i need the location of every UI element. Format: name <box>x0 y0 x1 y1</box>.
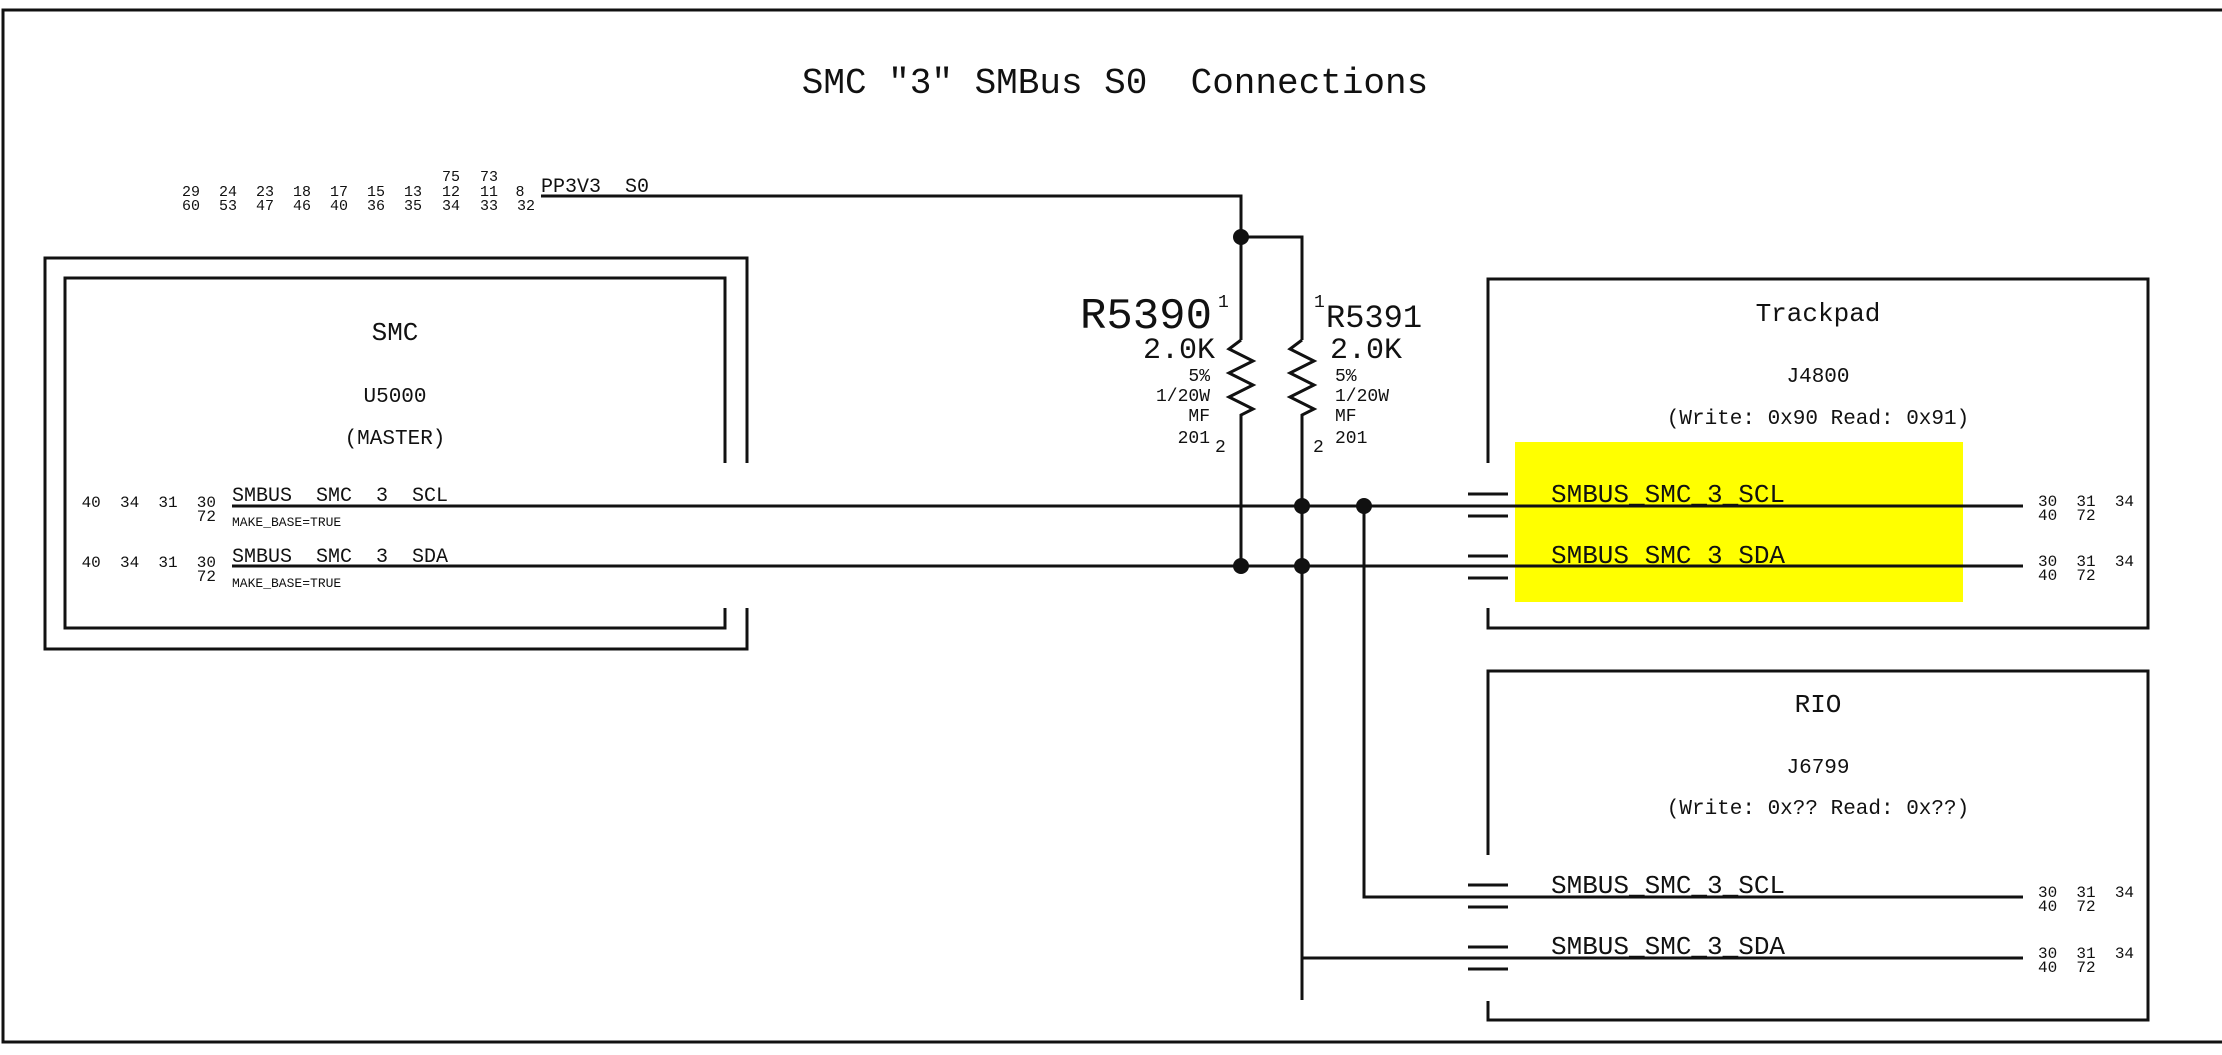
resistor-r5391-symbol[interactable] <box>1286 338 1318 1000</box>
power-ref: 8 <box>515 184 524 201</box>
trackpad-scl-pages-2: 40 72 <box>2038 507 2096 525</box>
rio-scl-net-label[interactable]: SMBUS_SMC_3_SCL <box>1551 871 1785 901</box>
page-title: SMC "3" SMBus S0 Connections <box>802 63 1429 104</box>
rio-name: RIO <box>1795 690 1842 720</box>
junction-dot <box>1233 558 1249 574</box>
smc-scl-pages: 40 34 31 30 <box>82 494 216 512</box>
rio-sda-pages-2: 40 72 <box>2038 959 2096 977</box>
smc-scl-pages-2: 72 <box>197 508 216 526</box>
power-ref: 36 <box>367 198 385 215</box>
smc-scl-property: MAKE_BASE=TRUE <box>232 515 341 530</box>
power-wire[interactable] <box>541 194 1243 340</box>
power-ref: 18 <box>293 184 311 201</box>
rio-scl-pages-2: 40 72 <box>2038 898 2096 916</box>
r5391-value: 2.0K <box>1330 334 1402 368</box>
power-net-refs: 75 73 29 24 23 18 17 15 13 12 11 8 60 53… <box>182 169 535 215</box>
rio-scl-pages: 30 31 34 <box>2038 884 2134 902</box>
rio-sda-wire[interactable] <box>1300 566 2023 960</box>
power-ref-top: 73 <box>480 169 498 186</box>
trackpad-connector-icon <box>1468 492 1508 580</box>
power-ref: 29 <box>182 184 200 201</box>
trackpad-name: Trackpad <box>1756 299 1881 329</box>
trackpad-highlight <box>1515 442 1963 602</box>
r5390-value: 2.0K <box>1143 334 1215 368</box>
r5391-pin1: 1 <box>1314 293 1325 313</box>
power-ref: 15 <box>367 184 385 201</box>
power-net-label[interactable]: PP3V3 S0 <box>541 176 649 199</box>
power-ref: 35 <box>404 198 422 215</box>
trackpad-refdes: J4800 <box>1786 366 1849 389</box>
r5391-tolerance: 5% <box>1335 367 1357 387</box>
power-ref: 46 <box>293 198 311 215</box>
r5390-type: MF <box>1188 407 1210 427</box>
junction-dot <box>1233 229 1249 245</box>
power-ref: 13 <box>404 184 422 201</box>
smc-sda-property: MAKE_BASE=TRUE <box>232 576 341 591</box>
power-ref: 24 <box>219 184 237 201</box>
r5391-pin2: 2 <box>1313 438 1324 458</box>
smc-sda-pages: 40 34 31 30 <box>82 554 216 572</box>
sheet-border <box>1 8 2222 1044</box>
power-ref-top: 75 <box>442 169 460 186</box>
power-ref: 60 <box>182 198 200 215</box>
power-ref: 11 <box>480 184 498 201</box>
r5390-pin1: 1 <box>1218 293 1229 313</box>
r5391-type: MF <box>1335 407 1357 427</box>
rio-sda-net-label[interactable]: SMBUS_SMC_3_SDA <box>1551 932 1785 962</box>
r5390-package: 201 <box>1178 429 1210 449</box>
trackpad-sda-net-label[interactable]: SMBUS_SMC_3_SDA <box>1551 541 1785 571</box>
trackpad-address: (Write: 0x90 Read: 0x91) <box>1667 408 1969 431</box>
power-wire-branch[interactable] <box>1241 235 1304 340</box>
r5391-refdes: R5391 <box>1326 300 1422 337</box>
r5391-power: 1/20W <box>1335 387 1389 407</box>
trackpad-sda-pages: 30 31 34 <box>2038 553 2134 571</box>
power-ref: 12 <box>442 184 460 201</box>
smc-refdes: U5000 <box>363 386 426 409</box>
smc-sda-pages-2: 72 <box>197 568 216 586</box>
r5390-refdes: R5390 <box>1080 292 1212 342</box>
power-ref: 34 <box>442 198 460 215</box>
smc-scl-net-label[interactable]: SMBUS SMC 3 SCL <box>232 485 448 508</box>
smc-inner-box <box>63 276 727 630</box>
smc-sda-net-label[interactable]: SMBUS SMC 3 SDA <box>232 546 448 569</box>
trackpad-box <box>1486 277 2150 630</box>
rio-box <box>1486 669 2150 1022</box>
trackpad-scl-net-label[interactable]: SMBUS_SMC_3_SCL <box>1551 480 1785 510</box>
power-ref: 53 <box>219 198 237 215</box>
rio-address: (Write: 0x?? Read: 0x??) <box>1667 798 1969 821</box>
power-ref: 47 <box>256 198 274 215</box>
smc-role: (MASTER) <box>345 428 446 451</box>
rio-scl-wire[interactable] <box>1362 506 2023 899</box>
resistor-r5390-symbol[interactable] <box>1225 338 1257 567</box>
smc-name: SMC <box>372 318 419 348</box>
power-ref: 32 <box>517 198 535 215</box>
r5390-tolerance: 5% <box>1188 367 1210 387</box>
r5390-pin2: 2 <box>1215 438 1226 458</box>
trackpad-scl-pages: 30 31 34 <box>2038 493 2134 511</box>
smc-outer-box <box>43 256 749 651</box>
trackpad-sda-pages-2: 40 72 <box>2038 567 2096 585</box>
power-ref: 33 <box>480 198 498 215</box>
power-ref: 17 <box>330 184 348 201</box>
r5390-power: 1/20W <box>1156 387 1210 407</box>
r5391-package: 201 <box>1335 429 1367 449</box>
junction-dot <box>1294 498 1310 514</box>
rio-sda-pages: 30 31 34 <box>2038 945 2134 963</box>
rio-refdes: J6799 <box>1786 757 1849 780</box>
rio-connector-icon <box>1468 883 1508 971</box>
power-ref: 40 <box>330 198 348 215</box>
power-ref: 23 <box>256 184 274 201</box>
